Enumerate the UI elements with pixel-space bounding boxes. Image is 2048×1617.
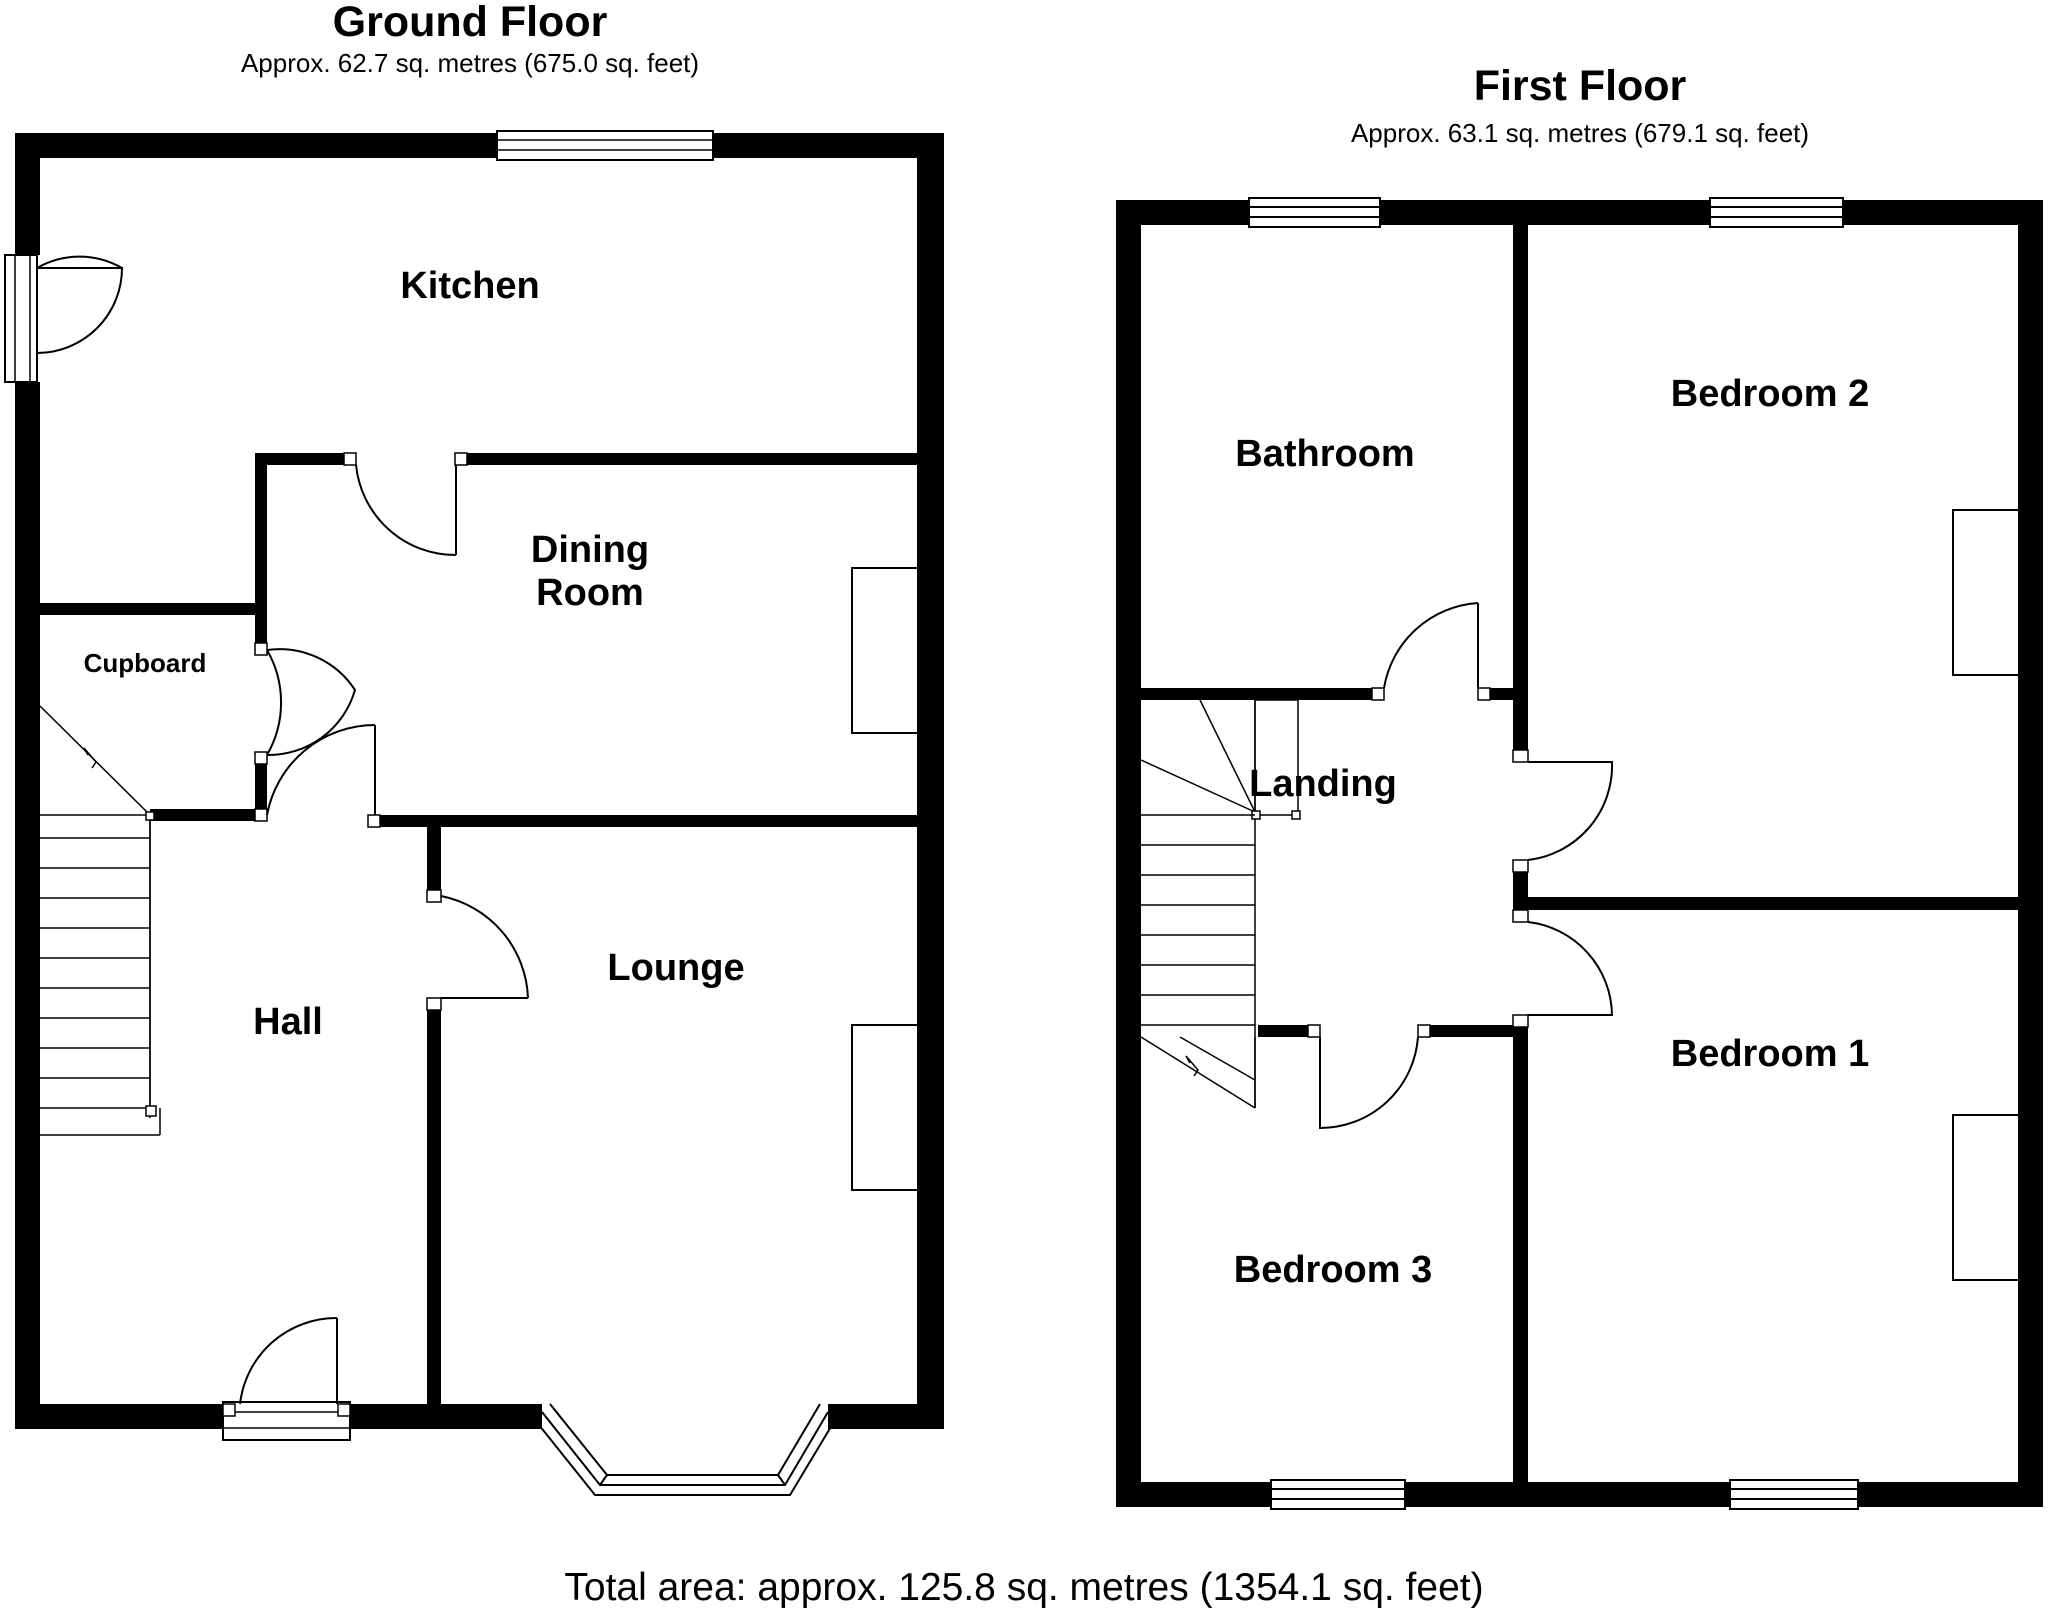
bed2-left-wall-b xyxy=(1513,700,1528,755)
dining-label-line1: Dining xyxy=(531,529,649,571)
bedroom1-label: Bedroom 1 xyxy=(1671,1033,1869,1075)
kitchen-cupboard-wall xyxy=(27,603,267,615)
hall-top-wall-a xyxy=(150,809,258,821)
bed1-left-wall xyxy=(1513,1025,1528,1495)
front-door-swing xyxy=(239,1316,338,1405)
kitchen-label: Kitchen xyxy=(400,265,539,307)
bathroom-label: Bathroom xyxy=(1235,433,1414,475)
lounge-fireplace xyxy=(851,1024,919,1191)
kitchen-dining-wall-a xyxy=(255,453,350,465)
kitchen-side-door-frame xyxy=(4,254,38,383)
ground-wall-top-right xyxy=(713,133,944,158)
cupboard-door-swing xyxy=(266,649,282,756)
cupboard-right-wall xyxy=(255,763,267,815)
bathroom-bottom-wall xyxy=(1128,688,1383,700)
dining-label-line2: Room xyxy=(536,572,644,614)
hall-label: Hall xyxy=(253,1001,323,1043)
bedroom3-door-swing xyxy=(1319,1036,1419,1130)
ground-floor-area: Approx. 62.7 sq. metres (675.0 sq. feet) xyxy=(240,48,700,78)
ground-stairs xyxy=(39,705,161,1136)
ground-wall-bottom-1 xyxy=(15,1404,223,1429)
lounge-door-swing xyxy=(440,895,529,999)
landing-bed3-wall-b xyxy=(1430,1025,1525,1037)
total-area: Total area: approx. 125.8 sq. metres (13… xyxy=(564,1566,1484,1609)
bathroom-bed2-wall-a xyxy=(1513,212,1528,692)
landing-label: Landing xyxy=(1249,763,1397,805)
ground-wall-left-bottom xyxy=(15,382,40,1429)
first-wall-bottom-2 xyxy=(1405,1482,1730,1507)
first-floor-title: First Floor xyxy=(1473,62,1687,110)
first-wall-bottom-3 xyxy=(1858,1482,2043,1507)
first-wall-bottom-1 xyxy=(1116,1482,1271,1507)
hall-lounge-wall-top xyxy=(427,815,441,890)
lounge-label: Lounge xyxy=(607,947,744,989)
bedroom3-label: Bedroom 3 xyxy=(1234,1249,1432,1291)
landing-bed3-wall-a xyxy=(1258,1025,1308,1037)
first-stairs xyxy=(1140,699,1301,1109)
bedroom1-fireplace xyxy=(1952,1114,2020,1281)
dining-left-wall xyxy=(255,453,267,643)
bedroom2-fireplace xyxy=(1952,509,2020,676)
ground-wall-bottom-2 xyxy=(350,1404,542,1429)
hall-lounge-wall-bottom xyxy=(427,1005,441,1417)
first-wall-top-3 xyxy=(1843,200,2043,225)
bedroom1-door-swing xyxy=(1527,921,1614,1016)
ground-floor-title: Ground Floor xyxy=(332,0,608,46)
bathroom-door-swing xyxy=(1383,602,1479,689)
ground-wall-left-top xyxy=(15,133,40,255)
first-floor-area: Approx. 63.1 sq. metres (679.1 sq. feet) xyxy=(1350,118,1810,148)
kitchen-dining-wall-b xyxy=(467,453,932,465)
kitchen-window xyxy=(496,130,714,161)
hall-top-wall-b xyxy=(380,815,932,827)
kitchen-side-door-swing xyxy=(36,255,123,269)
dining-door-swing xyxy=(355,464,457,557)
ground-wall-right xyxy=(917,133,944,1429)
front-door-frame xyxy=(222,1401,351,1441)
first-wall-right xyxy=(2018,200,2043,1507)
first-wall-top-2 xyxy=(1380,200,1710,225)
bedroom2-label: Bedroom 2 xyxy=(1671,373,1869,415)
bathroom-bed2-wall-b xyxy=(1490,688,1528,700)
cupboard-label: Cupboard xyxy=(84,648,207,678)
hall-dining-door-swing xyxy=(266,724,376,816)
bedroom2-door-swing xyxy=(1527,761,1614,861)
bed2-bed1-wall xyxy=(1513,897,2018,910)
first-floor-plan: Bathroom Bedroom 2 Landing Bedroom 1 Bed… xyxy=(1116,197,2043,1510)
ground-floor-plan: Kitchen Dining Room Cupboard Hall Lounge xyxy=(4,130,944,1496)
dining-fireplace xyxy=(851,567,919,734)
ground-wall-top-left xyxy=(15,133,497,158)
first-wall-left xyxy=(1116,200,1141,1507)
ground-wall-bottom-3 xyxy=(828,1404,944,1429)
lounge-bay-window xyxy=(534,1403,836,1496)
first-windows xyxy=(1248,197,1859,1510)
